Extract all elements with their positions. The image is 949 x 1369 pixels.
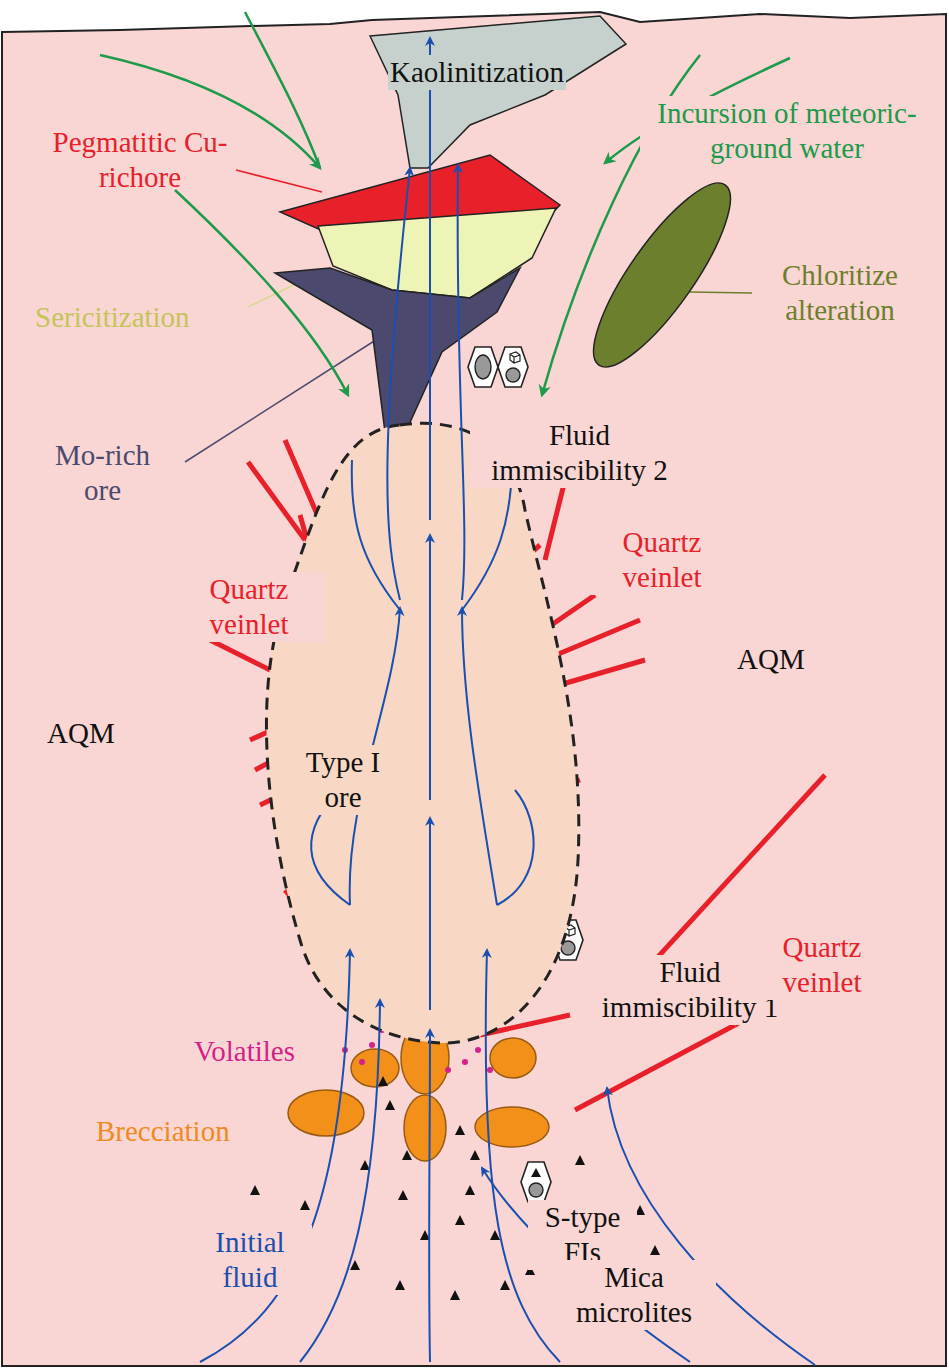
volatiles-label: Volatiles <box>192 1034 297 1069</box>
node-label: Pegmatitic Cu-richore <box>45 125 235 195</box>
mineral-label: Mica microlites <box>552 1260 716 1330</box>
node-label: Chloritize alteration <box>755 258 925 328</box>
node-label: Kaolinitization <box>388 55 566 90</box>
fluid-label: Initial fluid <box>188 1225 312 1295</box>
water-incursion-label: Incursion of meteoric-ground water <box>640 96 934 166</box>
type-i-ore-zone-outline <box>245 415 590 1055</box>
rock-unit-label: AQM <box>735 642 807 677</box>
vein-label: Quartz veinlet <box>750 930 894 1000</box>
brecciation-label: Brecciation <box>94 1114 232 1149</box>
node-label: Type I ore <box>302 745 384 815</box>
kaolinitization-zone: Kaolinitization <box>365 10 630 170</box>
node-label: Sericitization <box>35 300 190 335</box>
rock-unit-label: AQM <box>45 716 117 751</box>
vein-label: Quartz veinlet <box>172 572 326 642</box>
kaolinitization-zone-outline <box>365 10 630 170</box>
vein-label: Quartz veinlet <box>590 525 734 595</box>
node-label: Mo-rich ore <box>40 438 165 508</box>
process-label: Fluid immiscibility 2 <box>470 418 689 488</box>
type-i-ore-zone: Type I ore <box>245 415 590 1055</box>
